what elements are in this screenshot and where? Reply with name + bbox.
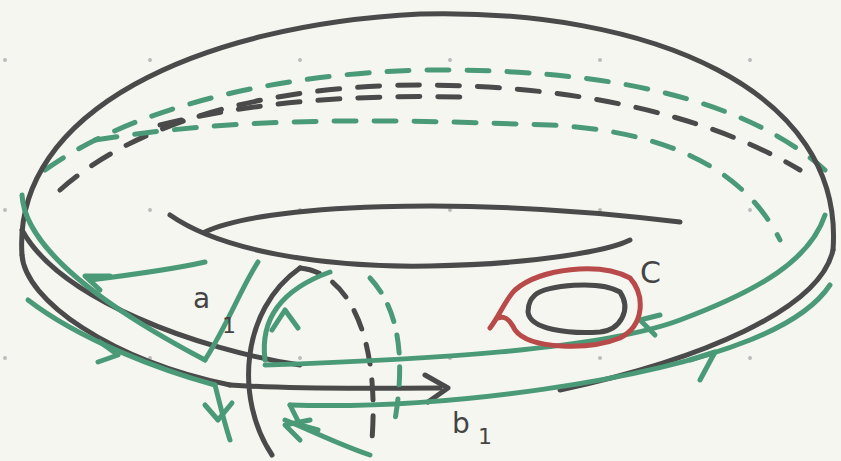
curve-label: b (452, 410, 470, 438)
curve-label: 1 (222, 315, 236, 337)
curve-label: C (640, 258, 661, 288)
curve-label: a (193, 285, 210, 313)
curve-label: 1 (478, 426, 492, 448)
